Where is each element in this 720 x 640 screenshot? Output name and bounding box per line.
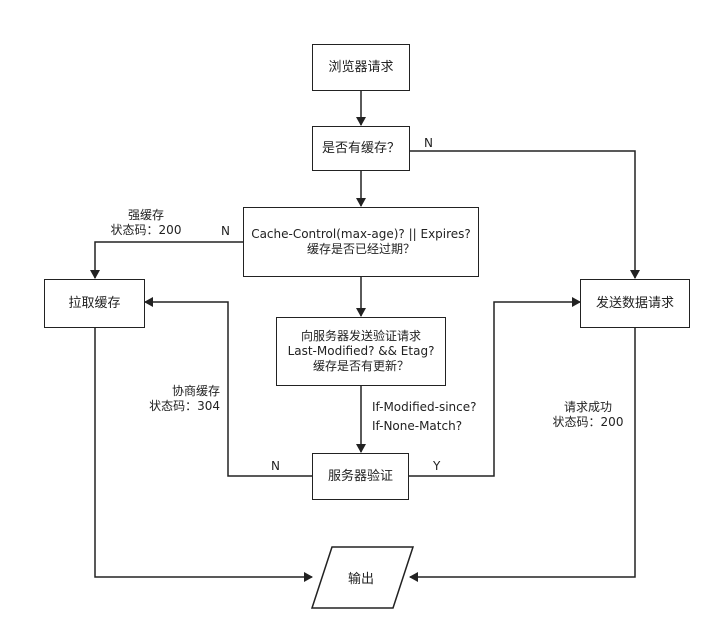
node-has-cache: 是否有缓存？ xyxy=(312,126,410,171)
label-strong-cache: 强缓存 状态码：200 xyxy=(96,208,196,238)
label-negotiate-cache-line2: 状态码：304 xyxy=(149,399,220,413)
node-cache-control-line1: Cache-Control(max-age)? || Expires? xyxy=(251,227,471,241)
label-negotiate-cache: 协商缓存 状态码：304 xyxy=(120,384,220,414)
arrow-hascache-no-to-send xyxy=(410,150,640,279)
node-revalidate: 向服务器发送验证请求 Last-Modified? && Etag? 缓存是否有… xyxy=(276,317,446,386)
arrow-pull-to-output xyxy=(94,328,313,582)
node-output: 输出 xyxy=(318,562,404,592)
label-y-server: Y xyxy=(433,459,441,473)
node-has-cache-text: 是否有缓存？ xyxy=(321,140,400,156)
node-revalidate-line3: 缓存是否有更新？ xyxy=(312,359,409,373)
node-cache-control-line2: 缓存是否已经过期？ xyxy=(306,242,415,256)
node-server-verify: 服务器验证 xyxy=(312,453,409,500)
label-n-server: N xyxy=(271,459,280,473)
node-send-data-request-text: 发送数据请求 xyxy=(595,295,674,311)
node-cache-control: Cache-Control(max-age)? || Expires? 缓存是否… xyxy=(243,207,479,277)
label-strong-cache-line1: 强缓存 xyxy=(127,208,164,222)
node-pull-cache: 拉取缓存 xyxy=(44,279,145,328)
label-if-none-match: If-None-Match? xyxy=(372,419,463,433)
label-request-success-line2: 状态码：200 xyxy=(552,415,624,429)
arrow-server-no-to-pull xyxy=(144,297,312,477)
node-send-data-request: 发送数据请求 xyxy=(580,279,690,328)
label-request-success-line1: 请求成功 xyxy=(563,400,612,414)
label-strong-cache-line2: 状态码：200 xyxy=(110,223,182,237)
node-browser-request: 浏览器请求 xyxy=(312,44,410,91)
label-if-modified-since: If-Modified-since? xyxy=(372,400,477,414)
node-server-verify-text: 服务器验证 xyxy=(327,468,393,484)
label-request-success: 请求成功 状态码：200 xyxy=(548,400,628,430)
node-browser-request-text: 浏览器请求 xyxy=(328,59,394,75)
arrow-server-yes-to-send xyxy=(409,297,581,477)
node-pull-cache-text: 拉取缓存 xyxy=(68,295,121,311)
node-revalidate-line2: Last-Modified? && Etag? xyxy=(287,344,435,358)
label-n-has-cache: N xyxy=(424,136,433,150)
node-output-text: 输出 xyxy=(347,571,374,587)
label-n-cache-control: N xyxy=(221,224,230,238)
label-if-headers: If-Modified-since? If-None-Match? xyxy=(372,398,477,436)
node-revalidate-line1: 向服务器发送验证请求 xyxy=(300,329,421,343)
label-negotiate-cache-line1: 协商缓存 xyxy=(171,384,220,398)
arrow-cachecontrol-no-to-pull xyxy=(90,241,243,279)
output-shape xyxy=(310,546,415,609)
arrow-send-to-output xyxy=(409,328,636,582)
